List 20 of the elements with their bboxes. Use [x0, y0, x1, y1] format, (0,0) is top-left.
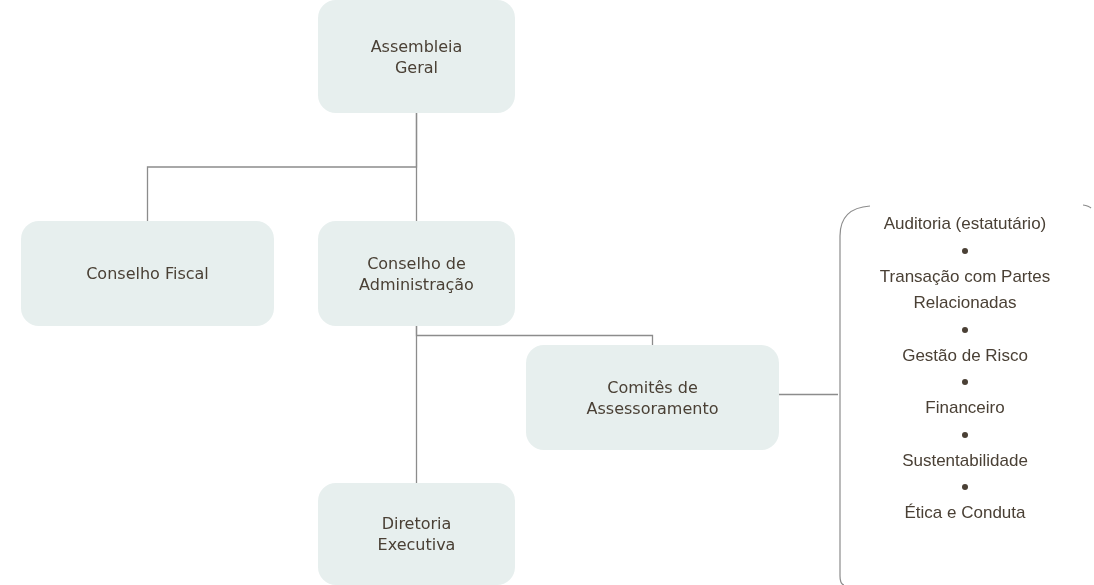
org-box [318, 221, 515, 326]
committee-name: Ética e Conduta [904, 502, 1026, 524]
committee-name: Sustentabilidade [902, 449, 1028, 472]
box-label: Conselho de Administração [358, 252, 475, 295]
committee-name: Financeiro [925, 397, 1005, 419]
committee-name: Gestão de Risco [902, 344, 1028, 367]
committee-name: Transação com Partes Relacionadas [878, 265, 1052, 314]
connector-line [415, 325, 654, 346]
committee-name: Auditoria (estatutário) [883, 213, 1047, 235]
bracket-list [838, 204, 1092, 585]
box-label: Assembleia Geral [369, 35, 464, 78]
org-box [318, 483, 515, 585]
org-box [318, 0, 515, 113]
box-label: Conselho Fiscal [86, 263, 209, 284]
connector-line [415, 112, 418, 222]
org-box [21, 221, 274, 326]
box-label: Comitês de Assessoramento [585, 376, 720, 419]
connector-line [778, 393, 839, 396]
box-label: Diretoria Executiva [376, 513, 457, 555]
org-box [526, 345, 779, 450]
